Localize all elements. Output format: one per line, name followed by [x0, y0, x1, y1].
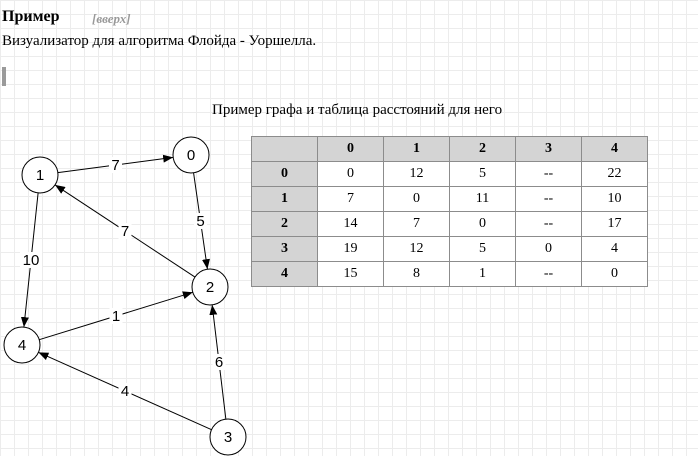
edge-weight-label: 7 [111, 157, 119, 174]
edge-weight-background [109, 157, 122, 173]
table-cell: 19 [317, 236, 384, 262]
graph-node-4 [3, 326, 41, 364]
table-cell: 17 [581, 211, 648, 237]
edge-weight-background [109, 308, 123, 324]
table-cell: 5 [449, 236, 516, 262]
graph-node-label: 2 [206, 279, 214, 296]
table-cell: 12 [383, 236, 450, 262]
column-header: 3 [515, 136, 582, 162]
column-header: 4 [581, 136, 648, 162]
table-cell: 15 [317, 261, 384, 287]
graph-node-label: 4 [18, 337, 26, 354]
table-cell: 0 [317, 161, 384, 187]
table-cell: 11 [449, 186, 516, 212]
table-cell: 0 [515, 236, 582, 262]
table-row: 0 0 12 5 -- 22 [251, 161, 648, 187]
row-header: 4 [251, 261, 318, 287]
column-header: 0 [317, 136, 384, 162]
table-cell: 7 [317, 186, 384, 212]
graph-node-label: 3 [224, 429, 232, 446]
edge-weight-label: 7 [121, 223, 129, 240]
edge-weight-background [118, 383, 132, 399]
distance-table: 0 1 2 3 4 0 0 12 5 -- 22 1 7 0 11 -- 10 … [251, 136, 648, 287]
table-cell: 12 [383, 161, 450, 187]
graph-node-2 [191, 268, 229, 306]
table-corner-cell [251, 136, 318, 162]
graph-caption: Пример графа и таблица расстояний для не… [212, 102, 503, 118]
graph-node-label: 0 [187, 147, 195, 164]
graph-node-3 [209, 418, 247, 456]
graph-diagram: 7 5 7 10 1 6 4 0 1 2 3 4 [3, 136, 247, 456]
table-header-row: 0 1 2 3 4 [251, 136, 648, 162]
up-link[interactable]: [вверх] [92, 11, 131, 26]
row-header: 1 [251, 186, 318, 212]
table-row: 3 19 12 5 0 4 [251, 236, 648, 262]
edge-weight-label: 4 [121, 383, 129, 400]
table-cell: 10 [581, 186, 648, 212]
table-cell: -- [515, 211, 582, 237]
graph-nodes: 0 1 2 3 4 [3, 136, 247, 456]
table-cell: 22 [581, 161, 648, 187]
edge-weight-background [212, 354, 226, 370]
table-cell: 0 [383, 186, 450, 212]
row-header: 3 [251, 236, 318, 262]
table-cell: 1 [449, 261, 516, 287]
graph-edges: 7 5 7 10 1 6 4 [20, 154, 227, 431]
edge-weight-background [194, 213, 207, 229]
column-header: 1 [383, 136, 450, 162]
row-header: 2 [251, 211, 318, 237]
section-marker [2, 67, 6, 86]
graph-node-1 [21, 156, 59, 194]
table-cell: 0 [581, 261, 648, 287]
table-row: 1 7 0 11 -- 10 [251, 186, 648, 212]
table-cell: -- [515, 161, 582, 187]
edge-weight-label: 6 [215, 354, 223, 371]
edge-weight-label: 5 [196, 213, 204, 230]
edge-weight-background [118, 223, 132, 239]
table-row: 4 15 8 1 -- 0 [251, 261, 648, 287]
table-cell: 7 [383, 211, 450, 237]
table-cell: 4 [581, 236, 648, 262]
page-title: Пример [2, 8, 60, 25]
column-header: 2 [449, 136, 516, 162]
table-cell: 8 [383, 261, 450, 287]
table-cell: -- [515, 261, 582, 287]
page-description: Визуализатор для алгоритма Флойда - Уорш… [2, 33, 317, 49]
row-header: 0 [251, 161, 318, 187]
graph-node-label: 1 [36, 167, 44, 184]
edge-weight-label: 1 [112, 308, 120, 325]
graph-node-0 [172, 136, 210, 174]
table-cell: 14 [317, 211, 384, 237]
table-cell: 5 [449, 161, 516, 187]
edge-weight-label: 10 [23, 252, 40, 269]
edge-weight-background [20, 252, 42, 268]
table-cell: -- [515, 186, 582, 212]
table-row: 2 14 7 0 -- 17 [251, 211, 648, 237]
table-cell: 0 [449, 211, 516, 237]
